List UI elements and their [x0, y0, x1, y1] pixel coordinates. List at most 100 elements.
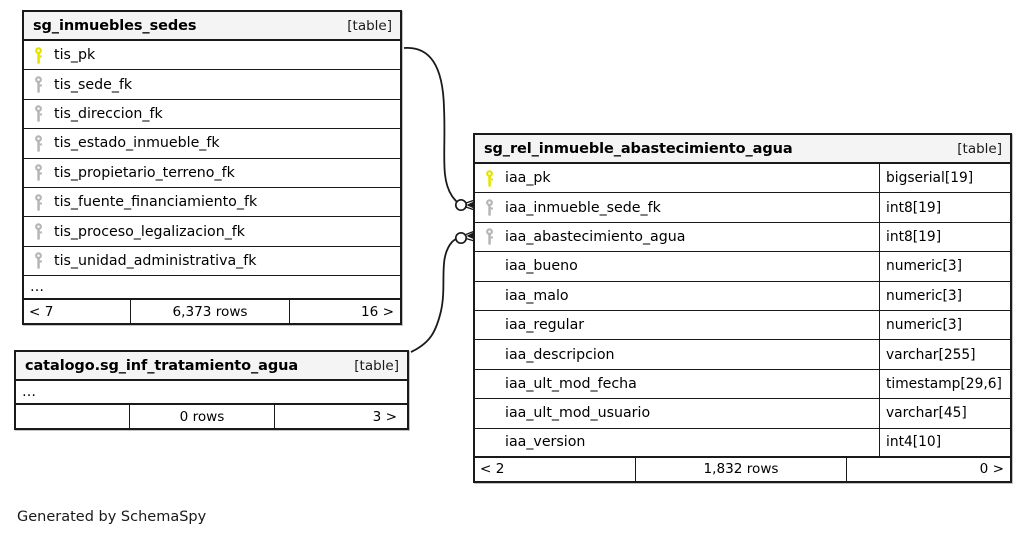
column-name-cell: tis_direccion_fk	[24, 100, 400, 128]
column-type-cell: numeric[3]	[879, 252, 1010, 281]
relationship-edge-tis-pk-to-iaa-inmueble-sede-fk	[403, 47, 478, 212]
foreign-key-icon	[33, 223, 54, 240]
table-row[interactable]: iaa_descripcion varchar[255]	[475, 340, 1010, 370]
column-name-cell: iaa_malo	[475, 282, 879, 310]
column-name-cell: tis_sede_fk	[24, 70, 400, 98]
table-row[interactable]: tis_sede_fk	[24, 70, 400, 100]
column-name-cell: iaa_regular	[475, 311, 879, 339]
column-name: tis_direccion_fk	[54, 105, 163, 122]
footer-next-count[interactable]: 3 >	[372, 408, 397, 425]
column-name: iaa_version	[505, 434, 586, 451]
table-node-sg-rel-inmueble-abastecimiento-agua[interactable]: sg_rel_inmueble_abastecimiento_agua [tab…	[473, 133, 1012, 483]
table-node-sg-inmuebles-sedes[interactable]: sg_inmuebles_sedes [table] tis_pk tis_sed…	[22, 10, 402, 326]
column-name: iaa_bueno	[505, 258, 578, 275]
column-name-cell: iaa_version	[475, 429, 879, 456]
column-name: iaa_ult_mod_usuario	[505, 405, 651, 422]
column-name: tis_propietario_terreno_fk	[54, 164, 235, 181]
foreign-key-icon	[484, 199, 505, 216]
column-type-cell: numeric[3]	[879, 281, 1010, 310]
column-name-cell: iaa_inmueble_sede_fk	[475, 193, 879, 221]
foreign-key-icon	[33, 164, 54, 181]
column-type-cell: varchar[45]	[879, 399, 1010, 428]
column-name: iaa_abastecimiento_agua	[505, 228, 686, 245]
column-name: iaa_malo	[505, 287, 569, 304]
column-type-cell: int8[19]	[879, 193, 1010, 222]
table-footer: < 2 1,832 rows 0 >	[475, 457, 1010, 481]
table-row[interactable]: iaa_ult_mod_usuario varchar[45]	[475, 399, 1010, 429]
foreign-key-icon	[33, 135, 54, 152]
table-row[interactable]: iaa_abastecimiento_agua int8[19]	[475, 222, 1010, 253]
table-kind-label: [table]	[354, 357, 399, 374]
table-row[interactable]: tis_propietario_terreno_fk	[24, 159, 400, 188]
table-row[interactable]: tis_unidad_administrativa_fk	[24, 247, 400, 277]
table-row[interactable]: tis_estado_inmueble_fk	[24, 129, 400, 159]
table-row[interactable]: iaa_malo numeric[3]	[475, 281, 1010, 311]
table-kind-label: [table]	[957, 140, 1002, 157]
table-title: catalogo.sg_inf_tratamiento_agua	[25, 357, 299, 374]
foreign-key-icon	[33, 193, 54, 211]
column-name-cell: tis_unidad_administrativa_fk	[24, 247, 400, 275]
column-type-cell: int4[10]	[879, 428, 1010, 456]
table-header: sg_rel_inmueble_abastecimiento_agua [tab…	[475, 135, 1010, 164]
table-header: sg_inmuebles_sedes [table]	[24, 12, 400, 41]
column-type-cell: numeric[3]	[879, 310, 1010, 340]
footer-prev-count[interactable]: < 7	[29, 303, 54, 320]
column-name-cell: tis_fuente_financiamiento_fk	[24, 188, 400, 216]
table-row[interactable]: iaa_bueno numeric[3]	[475, 252, 1010, 282]
column-name: iaa_descripcion	[505, 346, 615, 363]
cardinality-zero-marker	[454, 198, 468, 212]
cardinality-zero-marker	[454, 231, 468, 245]
table-row[interactable]: iaa_regular numeric[3]	[475, 310, 1010, 341]
table-row[interactable]: iaa_ult_mod_fecha timestamp[29,6]	[475, 369, 1010, 400]
relationship-edge-catalogo-to-iaa-abastecimiento-agua	[410, 229, 478, 353]
table-row[interactable]: iaa_pk bigserial[19]	[475, 164, 1010, 194]
column-type-cell: varchar[255]	[879, 340, 1010, 369]
table-node-catalogo-sg-inf-tratamiento-agua[interactable]: catalogo.sg_inf_tratamiento_agua [table]…	[14, 350, 409, 430]
table-row[interactable]: tis_pk	[24, 41, 400, 71]
footer-next-count[interactable]: 0 >	[979, 461, 1004, 478]
footer-row-count: 6,373 rows	[130, 300, 290, 324]
footer-next-count[interactable]: 16 >	[360, 303, 394, 320]
table-row[interactable]: tis_fuente_financiamiento_fk	[24, 188, 400, 218]
column-name-cell: iaa_bueno	[475, 252, 879, 280]
column-name: iaa_ult_mod_fecha	[505, 375, 637, 392]
column-list: tis_pk tis_sede_fk tis_direccion_fk tis_est…	[24, 41, 400, 277]
column-name-cell: tis_pk	[24, 41, 400, 69]
column-type-cell: timestamp[29,6]	[879, 369, 1010, 399]
diagram-caption: Generated by SchemaSpy	[17, 509, 207, 525]
table-kind-label: [table]	[347, 17, 392, 34]
table-footer: < 7 6,373 rows 16 >	[24, 300, 400, 324]
truncated-columns-indicator: …	[24, 276, 400, 301]
column-name: tis_sede_fk	[54, 76, 133, 93]
column-name: tis_fuente_financiamiento_fk	[54, 194, 258, 211]
table-row[interactable]: tis_direccion_fk	[24, 100, 400, 130]
column-name: iaa_regular	[505, 317, 585, 334]
foreign-key-icon	[33, 76, 54, 93]
column-name: tis_proceso_legalizacion_fk	[54, 223, 246, 240]
column-name: tis_pk	[54, 47, 96, 64]
column-type-cell: bigserial[19]	[879, 164, 1010, 193]
table-row[interactable]: iaa_version int4[10]	[475, 428, 1010, 458]
primary-key-icon	[484, 169, 505, 187]
footer-row-count: 0 rows	[129, 405, 275, 428]
footer-row-count: 1,832 rows	[635, 457, 847, 481]
column-name-cell: iaa_ult_mod_usuario	[475, 399, 879, 427]
column-name-cell: tis_estado_inmueble_fk	[24, 129, 400, 157]
footer-prev-count[interactable]	[16, 405, 129, 428]
column-name: tis_estado_inmueble_fk	[54, 135, 220, 152]
footer-prev-count[interactable]: < 2	[480, 461, 505, 478]
column-type-cell: int8[19]	[879, 222, 1010, 252]
table-footer: 0 rows 3 >	[16, 405, 407, 428]
truncated-columns-indicator: …	[16, 381, 407, 405]
column-name: tis_unidad_administrativa_fk	[54, 252, 257, 269]
foreign-key-icon	[33, 105, 54, 123]
column-name-cell: tis_propietario_terreno_fk	[24, 159, 400, 187]
column-name-cell: iaa_abastecimiento_agua	[475, 223, 879, 251]
table-row[interactable]: tis_proceso_legalizacion_fk	[24, 217, 400, 247]
table-header: catalogo.sg_inf_tratamiento_agua [table]	[16, 352, 407, 381]
column-name-cell: tis_proceso_legalizacion_fk	[24, 217, 400, 245]
column-name: iaa_pk	[505, 170, 551, 187]
